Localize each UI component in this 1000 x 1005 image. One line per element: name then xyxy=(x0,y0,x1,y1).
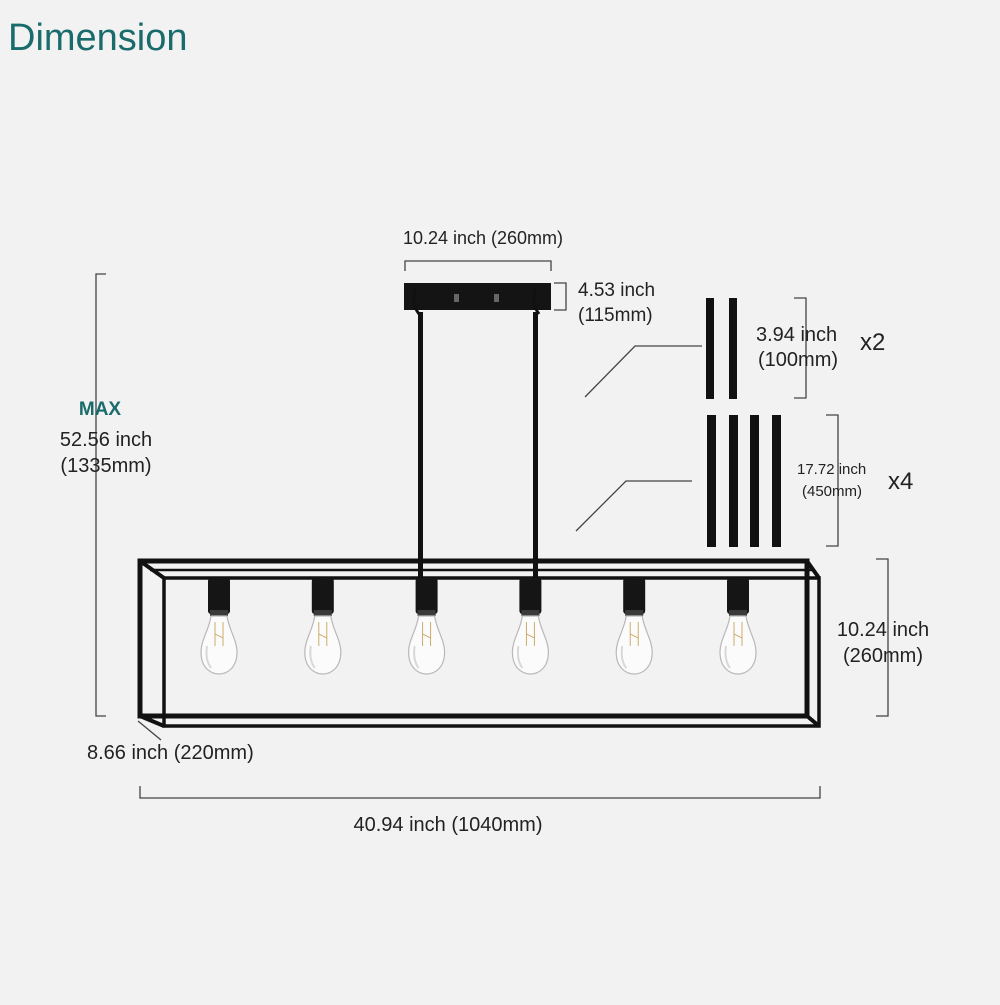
short-rod-qty: x2 xyxy=(860,329,885,356)
frame-back xyxy=(162,576,821,728)
canopy-screw-left xyxy=(454,294,459,302)
frame-height-dimension: 10.24 inch (260mm) xyxy=(837,558,929,717)
short-rod-mm: (100mm) xyxy=(758,349,838,371)
frame-depth-label: 8.66 inch (220mm) xyxy=(87,742,254,764)
suspension-rod-right xyxy=(533,312,538,577)
frame-height-inch: 10.24 inch xyxy=(837,619,929,641)
bulbs xyxy=(200,578,757,675)
suspension-rod-left xyxy=(418,312,423,577)
page-title: Dimension xyxy=(8,17,188,59)
frame-width-dimension: 40.94 inch (1040mm) xyxy=(139,786,821,836)
canopy-width-label: 10.24 inch (260mm) xyxy=(403,228,563,248)
short-rod-2 xyxy=(729,298,737,399)
canopy-plate xyxy=(404,283,551,310)
short-rod-1 xyxy=(706,298,714,399)
cage-frame xyxy=(137,558,821,728)
canopy-hook-right xyxy=(532,287,541,315)
suspension-rods xyxy=(418,312,538,577)
overall-height-inch: 52.56 inch xyxy=(60,429,152,451)
long-rod-2 xyxy=(729,415,738,547)
bulb-6 xyxy=(719,578,757,675)
long-rod-4 xyxy=(772,415,781,547)
bulb-4 xyxy=(511,578,550,675)
canopy-width-dimension: 10.24 inch (260mm) xyxy=(403,228,563,271)
short-rods-group: 3.94 inch (100mm) x2 xyxy=(584,297,885,399)
long-rod-mm: (450mm) xyxy=(802,483,862,500)
bulb-1 xyxy=(200,578,238,675)
short-rod-inch: 3.94 inch xyxy=(756,324,837,346)
overall-height-mm: (1335mm) xyxy=(60,455,151,477)
long-rods-group: 17.72 inch (450mm) x4 xyxy=(575,414,913,547)
canopy-hook-left xyxy=(412,287,421,315)
frame-height-mm: (260mm) xyxy=(843,645,923,667)
long-rod-inch: 17.72 inch xyxy=(797,461,866,478)
max-label: MAX xyxy=(79,399,122,420)
long-rod-3 xyxy=(750,415,759,547)
canopy-height-dimension: 4.53 inch (115mm) xyxy=(554,280,655,326)
canopy-height-inch: 4.53 inch xyxy=(578,280,655,301)
long-rod-1 xyxy=(707,415,716,547)
canopy xyxy=(404,283,551,315)
frame-depth-dimension: 8.66 inch (220mm) xyxy=(87,720,254,764)
frame-front xyxy=(137,558,810,719)
overall-height-dimension: MAX 52.56 inch (1335mm) xyxy=(60,273,152,717)
frame-width-label: 40.94 inch (1040mm) xyxy=(354,814,543,836)
canopy-screw-right xyxy=(494,294,499,302)
long-rod-qty: x4 xyxy=(888,468,913,495)
bulb-5 xyxy=(615,578,653,675)
canopy-height-mm: (115mm) xyxy=(578,305,653,326)
bulb-2 xyxy=(304,578,342,675)
bulb-3 xyxy=(407,578,446,675)
